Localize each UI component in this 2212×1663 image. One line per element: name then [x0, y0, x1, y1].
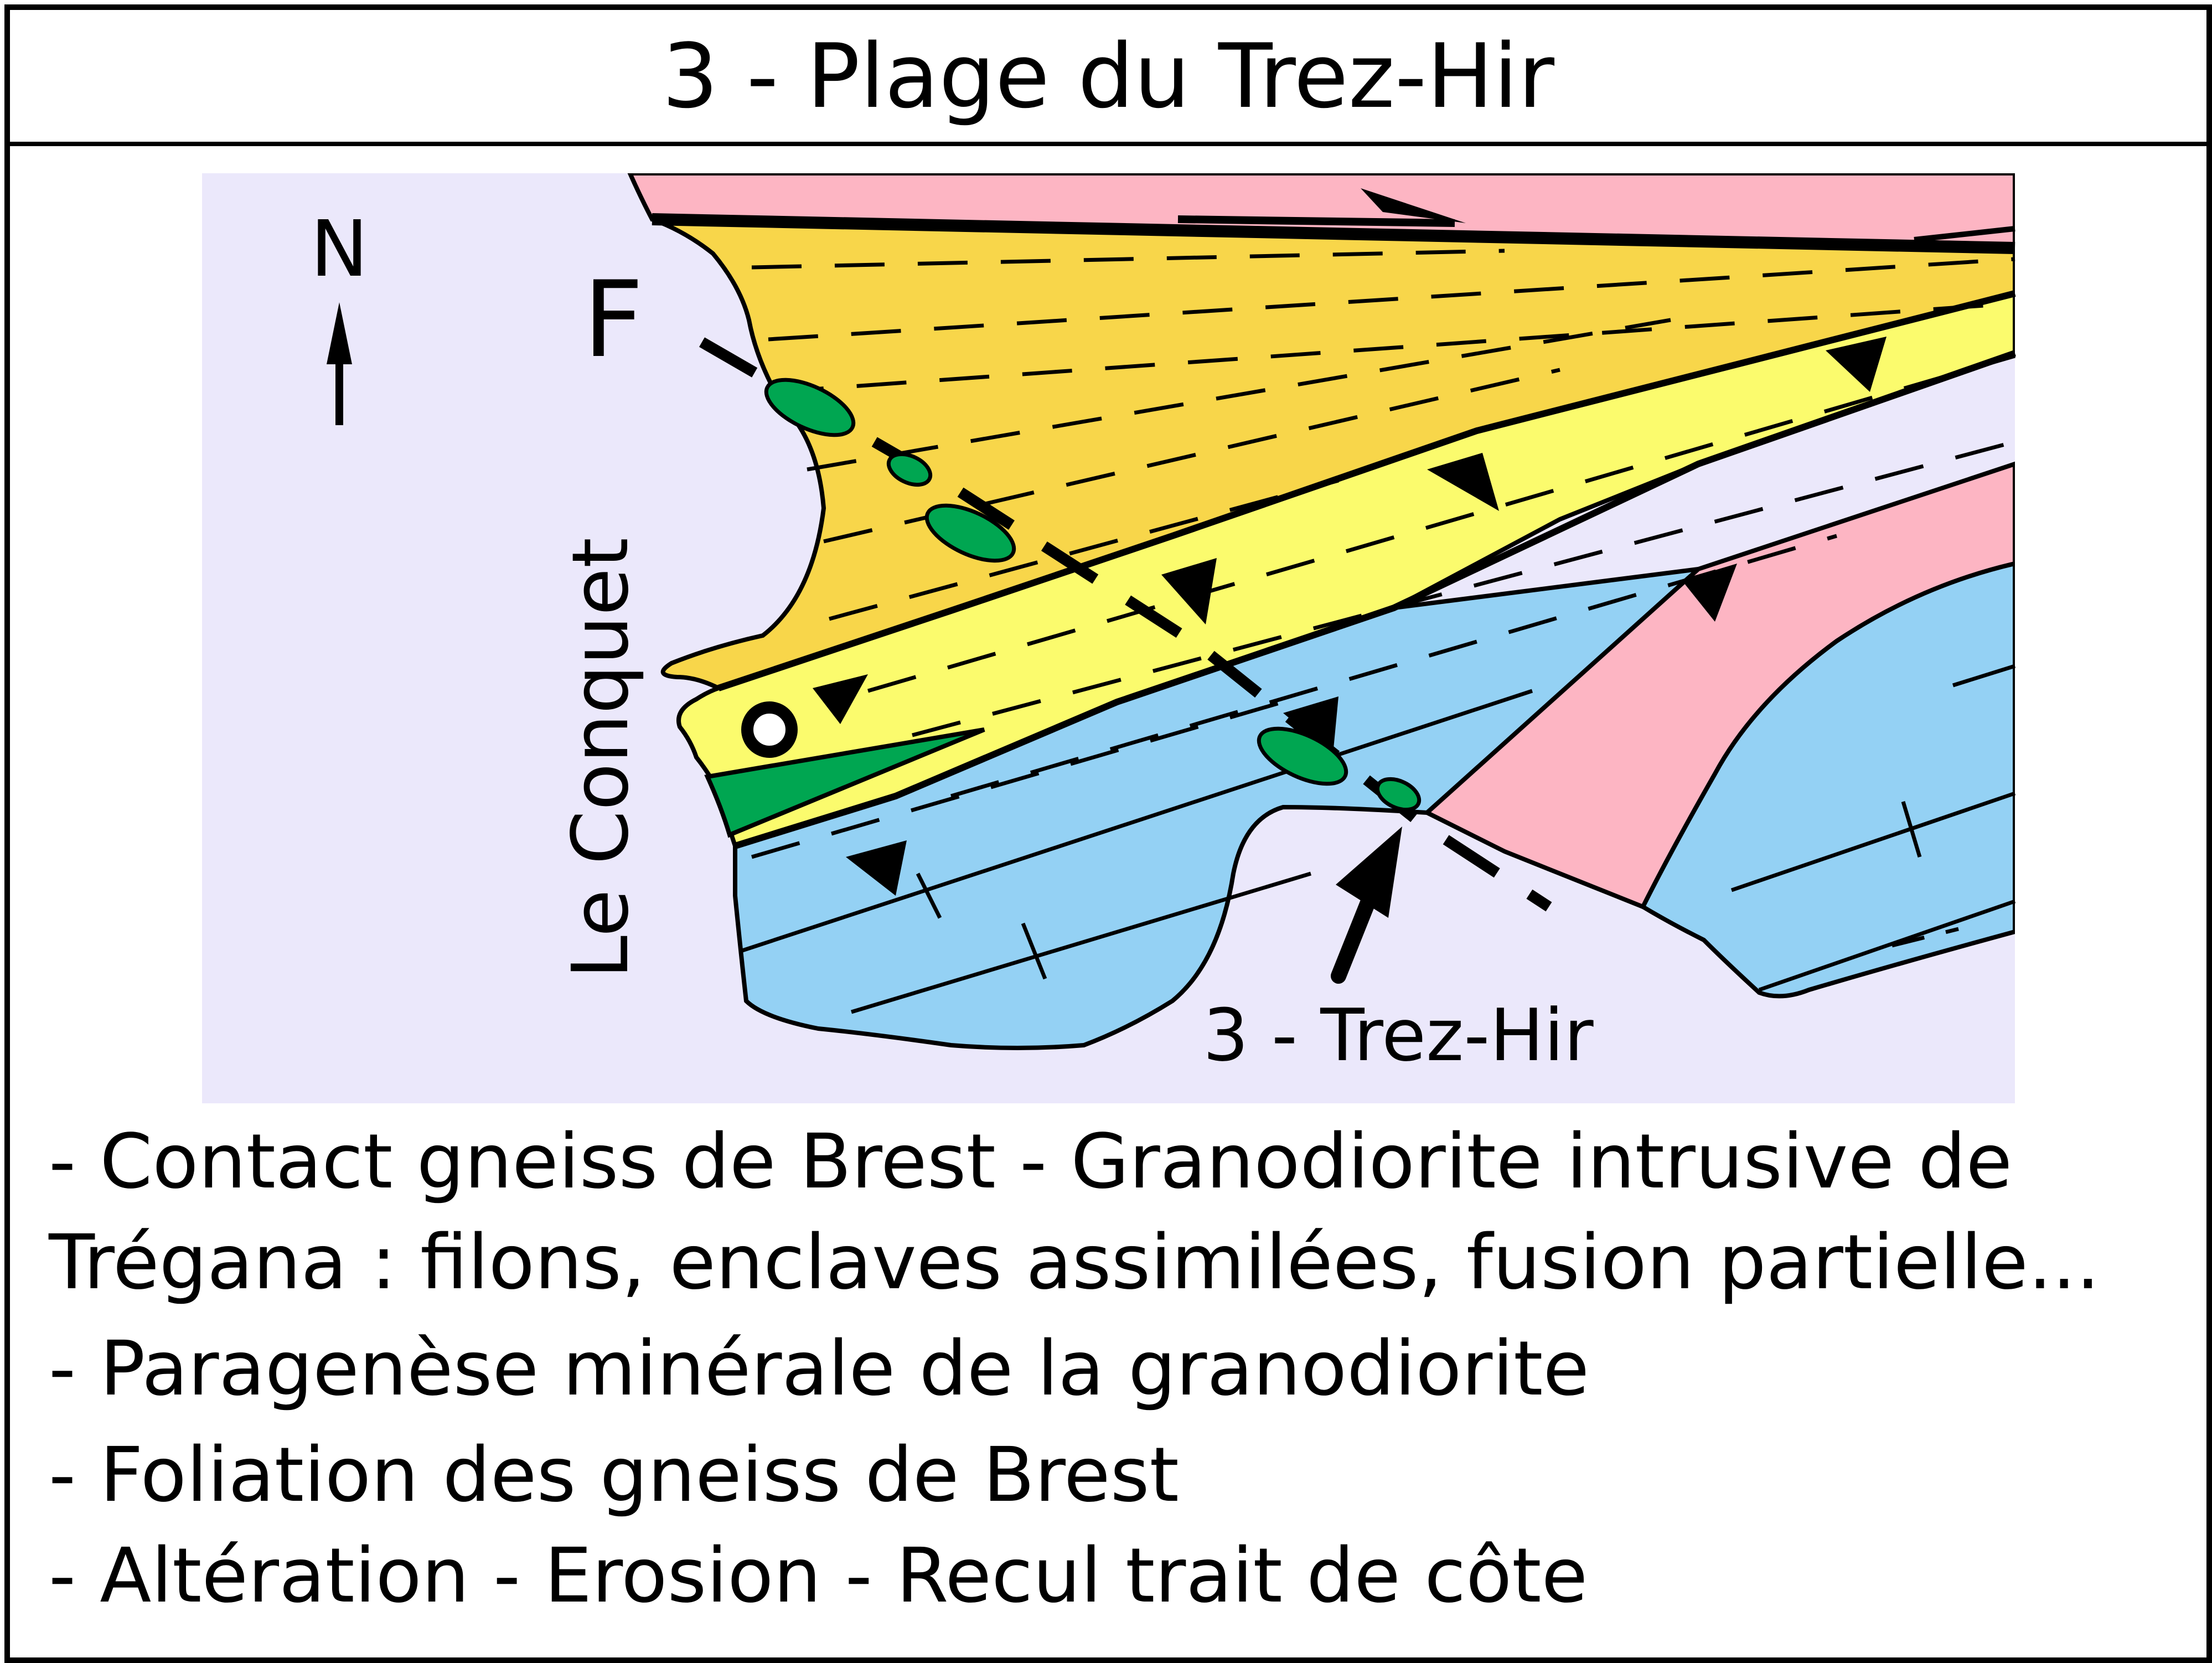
foliation-line — [751, 249, 1505, 270]
foliation-line — [768, 257, 2015, 342]
notes-block: - Contact gneiss de Brest - Granodiorite… — [49, 1112, 2197, 1626]
gneiss-tick — [1021, 922, 1047, 980]
green-lens — [764, 378, 856, 437]
north-fault-line — [652, 213, 2015, 254]
gneiss-line — [1952, 664, 2016, 688]
blue-gneiss-west — [733, 566, 1705, 1050]
green-lens — [1375, 777, 1422, 812]
gneiss-tick — [916, 872, 942, 919]
foliation-line — [773, 301, 2015, 394]
foliation-line — [829, 478, 1339, 621]
fault-label: F — [583, 259, 643, 381]
green-enclave — [704, 727, 985, 838]
green-lens — [924, 503, 1016, 563]
map-svg: N F Le Conquet 3 - Trez-Hir — [202, 173, 2016, 1103]
fault-f-line — [699, 337, 1552, 912]
thrust-tooth — [813, 674, 868, 724]
note-line-3: - Paragenèse minérale de la granodiorite — [49, 1325, 1590, 1413]
foliation-line — [867, 354, 2015, 693]
north-label: N — [311, 204, 369, 295]
foliation-line — [912, 440, 2015, 737]
thrust-tooth — [1826, 337, 1887, 392]
note-line-2: Trégana : filons, enclaves assimilées, f… — [49, 1219, 2100, 1306]
thrust-tooth — [846, 840, 907, 896]
trez-hir-arrow-head — [1336, 827, 1402, 918]
thrust-teeth — [813, 337, 1887, 896]
note-line-4: - Foliation des gneiss de Brest — [49, 1432, 1179, 1519]
thrust-tooth — [1161, 558, 1217, 624]
gneiss-line — [1758, 899, 2016, 992]
gneiss-dash — [1891, 927, 1959, 948]
green-lenses — [764, 378, 1422, 812]
gneiss-line — [1730, 791, 2016, 892]
north-arrow-head — [327, 302, 352, 364]
thrust-orange-yellow — [717, 290, 2016, 691]
shear-arrow-line — [1177, 215, 1455, 227]
note-line-1: - Contact gneiss de Brest - Granodiorite… — [49, 1118, 2013, 1206]
figure-frame: 3 - Plage du Trez-Hir — [4, 4, 2212, 1663]
page-title: 3 - Plage du Trez-Hir — [10, 10, 2206, 146]
gneiss-line — [740, 689, 1533, 953]
foliation-line — [807, 318, 1671, 472]
town-label: Le Conquet — [556, 538, 646, 979]
note-line-5: - Altération - Erosion - Recul trait de … — [49, 1532, 1588, 1620]
foliation-line — [950, 534, 1837, 798]
foliation-line — [751, 700, 1284, 859]
gneiss-foliation — [740, 664, 2016, 1014]
green-lens — [886, 452, 933, 487]
site-marker-circle — [741, 701, 798, 758]
site-label: 3 - Trez-Hir — [1203, 993, 1594, 1077]
gneiss-line — [850, 871, 1312, 1014]
orange-unit — [651, 217, 2015, 691]
thrust-yellow-blue — [734, 350, 2016, 849]
green-lens — [1257, 726, 1348, 786]
gneiss-tick — [1901, 800, 1922, 858]
east-fault-tip — [1914, 226, 2015, 242]
shear-arrow-head — [1361, 188, 1466, 223]
thrust-tooth — [1427, 453, 1499, 511]
geologic-map: N F Le Conquet 3 - Trez-Hir — [10, 10, 2206, 1657]
